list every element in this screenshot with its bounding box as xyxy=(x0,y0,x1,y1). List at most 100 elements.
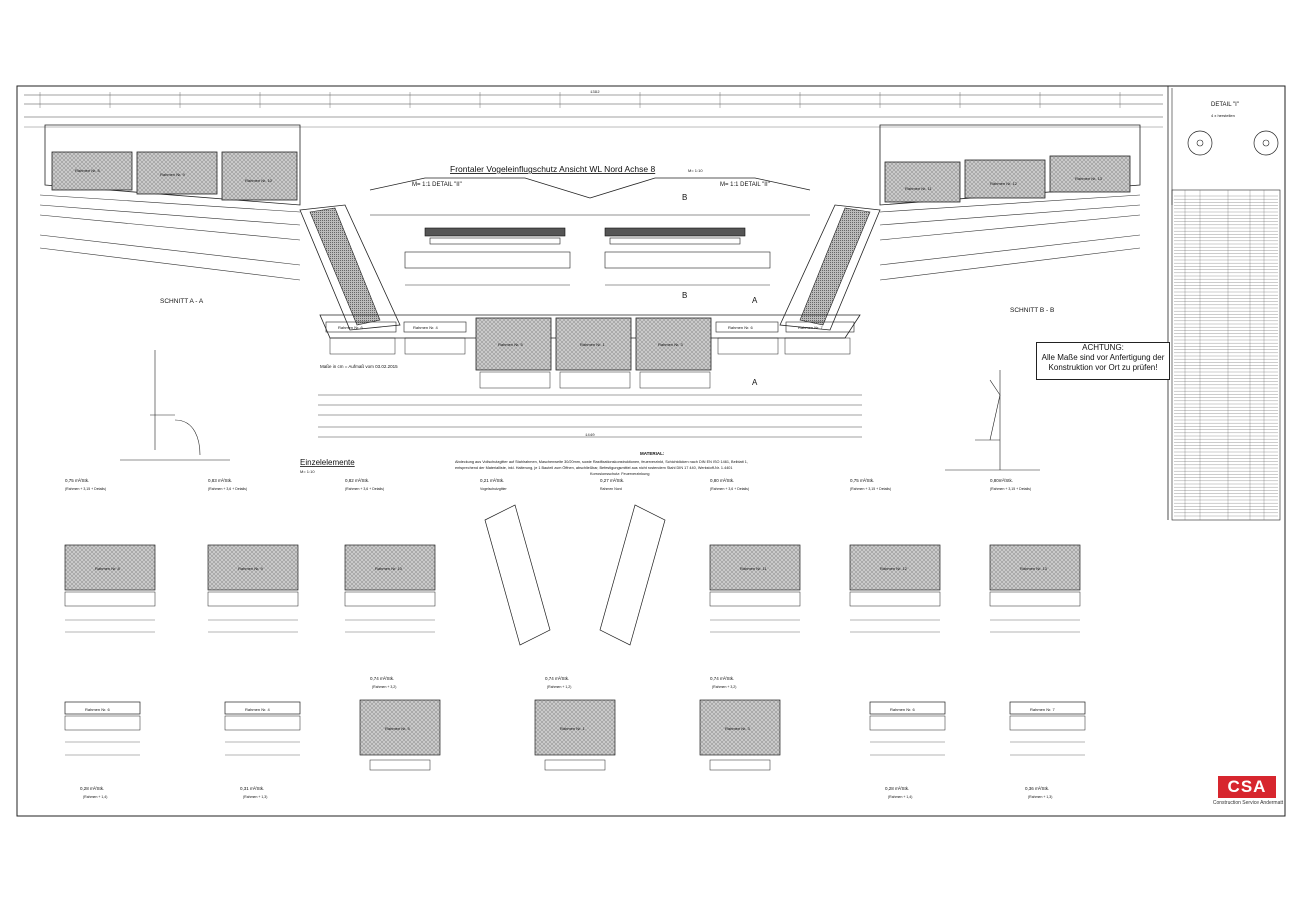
svg-text:Rahmen Nr. 7: Rahmen Nr. 7 xyxy=(798,325,823,330)
element-panel-label: Rahmen Nr. 9 xyxy=(238,566,263,571)
svg-text:Rahmen Nr. 12: Rahmen Nr. 12 xyxy=(990,181,1018,186)
element-panel-label: Rahmen Nr. 13 xyxy=(1020,566,1048,571)
element-drawing-13: 0,74 m²/Stk.(Rahmen + 3,2)Rahmen Nr. 3 xyxy=(699,676,781,771)
panel-5 xyxy=(475,317,552,371)
element-area-label: 0,80m²/Stk. xyxy=(990,478,1013,483)
element-note: (Rahmen + 3,15 + Details) xyxy=(65,487,106,491)
material-list-table xyxy=(1171,189,1281,521)
element-drawing-6: 0,80 m²/Stk. (Rahmen + 3,6 + Details) Rahm… xyxy=(709,478,801,633)
overall-dimension: 1392 xyxy=(590,91,600,95)
element-area-label: 0,27 m²/Stk. xyxy=(600,478,624,483)
panel-8 xyxy=(51,151,133,191)
svg-text:M= 1:10: M= 1:10 xyxy=(688,168,703,173)
panel-13 xyxy=(1049,155,1131,193)
center-assembly xyxy=(319,314,861,389)
bottom-dimension-chains xyxy=(318,394,862,438)
element-area-label: 0,36 m²/Stk. xyxy=(1025,786,1049,791)
element-note: (Rahmen + 1,3) xyxy=(1028,795,1052,799)
element-panel-label: Rahmen Nr. 11 xyxy=(740,566,767,571)
element-note: (Rahmen + 3,6 + Details) xyxy=(710,487,749,491)
panel-1 xyxy=(555,317,632,371)
element-panel-label: Rahmen Nr. 8 xyxy=(95,566,120,571)
element-panel-label: Rahmen Nr. 7 xyxy=(1030,707,1055,712)
svg-text:Rahmen Nr. 9: Rahmen Nr. 9 xyxy=(160,172,185,177)
svg-text:Rahmen Nr. 10: Rahmen Nr. 10 xyxy=(245,178,273,183)
element-note: (Rahmen + 1,4) xyxy=(888,795,912,799)
element-drawing-11: 0,74 m²/Stk.(Rahmen + 3,2)Rahmen Nr. 5 xyxy=(359,676,441,771)
element-area-label: 0,28 m²/Stk. xyxy=(885,786,909,791)
panel-4 xyxy=(403,321,467,333)
element-drawing-7: 0,75 m²/Stk. (Rahmen + 3,15 + Details) Rah… xyxy=(849,478,941,633)
panel-6-left xyxy=(325,321,397,333)
section-aa-label: SCHNITT A - A xyxy=(160,298,204,305)
element-drawing-8: 0,80m²/Stk. (Rahmen + 3,15 + Details) Rahm… xyxy=(989,478,1081,633)
svg-text:Rahmen Nr. 8: Rahmen Nr. 8 xyxy=(75,168,100,173)
panel-12 xyxy=(964,159,1046,199)
element-drawing-5: 0,27 m²/Stk. Rahmen Nord xyxy=(599,478,666,646)
element-note: (Rahmen + 3,15 + Details) xyxy=(850,487,891,491)
svg-text:1440: 1440 xyxy=(585,434,595,438)
svg-text:Rahmen Nr. 1: Rahmen Nr. 1 xyxy=(580,342,605,347)
logo-subtitle: Construction Service Andermatt xyxy=(1212,800,1284,806)
svg-text:Rahmen Nr. 6: Rahmen Nr. 6 xyxy=(338,325,363,330)
svg-text:B: B xyxy=(682,291,687,300)
element-panel-label: Rahmen Nr. 12 xyxy=(880,566,908,571)
svg-text:Rahmen Nr. 11: Rahmen Nr. 11 xyxy=(905,186,932,191)
panel-10 xyxy=(221,151,298,201)
element-note: Rahmen Nord xyxy=(600,487,622,491)
element-note: (Rahmen + 1,2) xyxy=(547,685,571,689)
logo-mark: CSA xyxy=(1218,776,1276,798)
svg-text:DETAIL "I": DETAIL "I" xyxy=(1211,102,1239,108)
element-note: (Rahmen + 1,3) xyxy=(243,795,267,799)
svg-text:Rahmen Nr. 4: Rahmen Nr. 4 xyxy=(413,325,438,330)
company-logo: CSA Construction Service Andermatt xyxy=(1210,776,1286,810)
element-area-label: 0,74 m²/Stk. xyxy=(545,676,569,681)
panel-6-right xyxy=(715,321,779,333)
element-drawing-15: Rahmen Nr. 7 0,36 m²/Stk. (Rahmen + 1,3) xyxy=(1009,701,1086,799)
element-panel-label: Rahmen Nr. 1 xyxy=(560,726,585,731)
element-row-1: 0,75 m²/Stk. (Rahmen + 3,15 + Details) Rah… xyxy=(64,478,1081,646)
element-note: Vogelschutzgitter xyxy=(480,487,507,491)
element-area-label: 0,75 m²/Stk. xyxy=(850,478,874,483)
element-panel-label: Rahmen Nr. 6 xyxy=(890,707,915,712)
element-note: (Rahmen + 3,2) xyxy=(372,685,396,689)
element-panel-label: Rahmen Nr. 3 xyxy=(725,726,750,731)
measurement-note: Maße in cm = Aufmaß vom 03.02.2015 xyxy=(320,364,398,369)
svg-text:Rahmen Nr. 6: Rahmen Nr. 6 xyxy=(728,325,753,330)
panel-11 xyxy=(884,161,961,203)
element-area-label: 0,28 m²/Stk. xyxy=(80,786,104,791)
element-note: (Rahmen + 3,15 + Details) xyxy=(990,487,1031,491)
svg-text:M= 1:1 DETAIL "II": M= 1:1 DETAIL "II" xyxy=(412,182,462,188)
svg-text:A: A xyxy=(752,296,758,305)
element-panel-label: Rahmen Nr. 6 xyxy=(85,707,110,712)
warning-notice: ACHTUNG: Alle Maße sind vor Anfertigung … xyxy=(1036,342,1170,380)
element-area-label: 0,74 m²/Stk. xyxy=(710,676,734,681)
svg-text:Rahmen Nr. 5: Rahmen Nr. 5 xyxy=(498,342,523,347)
panel-9 xyxy=(136,151,218,195)
element-row-2: Rahmen Nr. 60,28 m²/Stk.(Rahmen + 1,4)Ra… xyxy=(64,676,1086,799)
svg-text:4 x herstellen: 4 x herstellen xyxy=(1211,113,1235,118)
panel-7 xyxy=(785,321,855,333)
element-note: (Rahmen + 3,6 + Details) xyxy=(208,487,247,491)
element-area-label: 0,75 m²/Stk. xyxy=(65,478,89,483)
element-drawing-14: Rahmen Nr. 6 0,28 m²/Stk. (Rahmen + 1,4) xyxy=(869,701,946,799)
top-right-assembly xyxy=(779,124,1141,331)
panel-3 xyxy=(635,317,712,371)
element-drawing-1: 0,75 m²/Stk. (Rahmen + 3,15 + Details) Rah… xyxy=(64,478,156,633)
svg-text:MATERIAL:: MATERIAL: xyxy=(640,451,665,456)
svg-text:M= 1:10: M= 1:10 xyxy=(300,469,315,474)
section-bb xyxy=(945,370,1040,471)
element-drawing-9: Rahmen Nr. 60,28 m²/Stk.(Rahmen + 1,4) xyxy=(64,701,141,799)
sheet-frame xyxy=(16,85,1286,817)
element-area-label: 0,83 m²/Stk. xyxy=(208,478,232,483)
element-area-label: 0,80 m²/Stk. xyxy=(710,478,734,483)
detail-ii-left: M= 1:1 DETAIL "II" xyxy=(369,177,591,286)
svg-text:M= 1:1 DETAIL "II": M= 1:1 DETAIL "II" xyxy=(720,182,770,188)
svg-text:Abdeckung aus Vollschutzgitter: Abdeckung aus Vollschutzgitter auf Stahl… xyxy=(455,460,748,464)
svg-text:A: A xyxy=(752,378,758,387)
element-area-label: 0,31 m²/Stk. xyxy=(240,786,264,791)
einzelelemente-heading: Einzelelemente xyxy=(300,458,355,467)
top-dimension-ticks xyxy=(39,92,1121,108)
detail-i: DETAIL "I" 4 x herstellen xyxy=(1171,88,1279,205)
